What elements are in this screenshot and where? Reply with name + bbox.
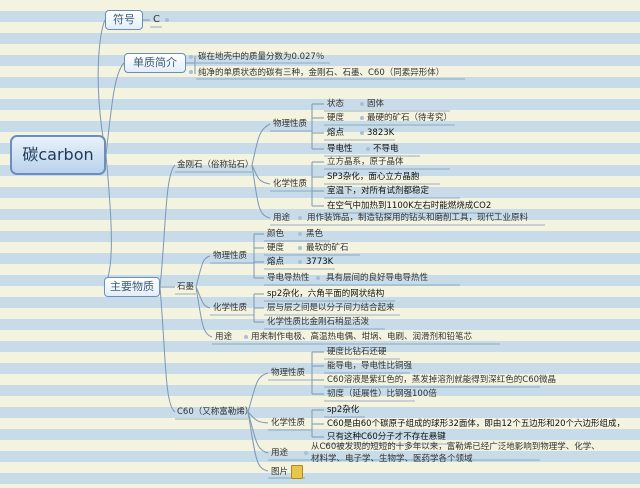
c60-chemical-node[interactable]: 化学性质 (271, 418, 306, 428)
diamond-physical-node[interactable]: 物理性质 (273, 119, 308, 129)
symbol-node[interactable]: 符号 (105, 10, 143, 30)
c60-use-value[interactable]: 从C60被发现的短短的十多年以来，富勒烯已经广泛地影响到物理学、化学、 (311, 442, 600, 452)
diamond-physical-value[interactable]: 固体 (367, 99, 385, 109)
c60-chemical-item[interactable]: C60是由60个碳原子组成的球形32面体，即由12个五边形和20个六边形组成， (327, 419, 626, 429)
diamond-physical-key[interactable]: 导电性 (327, 144, 353, 154)
c60-physical-item[interactable]: 能导电，导电性比铜强 (327, 361, 413, 371)
c60-node[interactable]: C60（又称富勒烯） (177, 407, 254, 417)
root-topic-carbon[interactable]: 碳carbon (10, 135, 106, 175)
diamond-physical-value[interactable]: 最硬的矿石（待考究） (367, 113, 453, 123)
graphite-physical-value[interactable]: 黑色 (306, 229, 324, 239)
c60-physical-item[interactable]: C60溶液是紫红色的，蒸发掉溶剂就能得到深红色的C60微晶 (327, 375, 557, 385)
intro-item[interactable]: 碳在地壳中的质量分数为0.027％ (198, 52, 325, 62)
graphite-use-value[interactable]: 用来制作电极、高温热电偶、坩埚、电刷、润滑剂和铅笔芯 (251, 332, 473, 342)
c60-chemical-item[interactable]: sp2杂化 (327, 405, 360, 415)
diamond-use-node[interactable]: 用途 (273, 213, 291, 223)
diamond-physical-key[interactable]: 硬度 (327, 113, 345, 123)
graphite-physical-key[interactable]: 硬度 (267, 243, 285, 253)
graphite-physical-value[interactable]: 最软的矿石 (306, 243, 349, 253)
diamond-physical-key[interactable]: 状态 (327, 99, 345, 109)
graphite-use-node[interactable]: 用途 (215, 332, 233, 342)
graphite-physical-key[interactable]: 熔点 (267, 257, 285, 267)
graphite-node[interactable]: 石墨 (177, 282, 195, 292)
main-substances-node[interactable]: 主要物质 (104, 277, 160, 297)
c60-physical-item[interactable]: 韧度（延展性）比钢强100倍 (327, 389, 437, 399)
graphite-physical-value[interactable]: 具有层间的良好导电导热性 (326, 273, 429, 283)
diamond-use-value[interactable]: 用作装饰品，制造钻探用的钻头和磨削工具，现代工业原料 (307, 213, 529, 223)
graphite-chemical-item[interactable]: sp2杂化，六角平面的网状结构 (267, 289, 385, 299)
c60-use-value[interactable]: 材料学、电子学、生物学、医药学各个领域 (311, 454, 473, 464)
diamond-physical-value[interactable]: 3823K (367, 128, 395, 138)
c60-physical-node[interactable]: 物理性质 (271, 368, 306, 378)
intro-node[interactable]: 单质简介 (124, 53, 186, 73)
c60-use-node[interactable]: 用途 (271, 448, 289, 458)
graphite-chemical-item[interactable]: 化学性质比金刚石稍显活泼 (267, 317, 370, 327)
diamond-physical-value[interactable]: 不导电 (373, 144, 399, 154)
c60-chemical-item[interactable]: 只有这种C60分子才不存在悬键 (327, 432, 446, 442)
graphite-physical-key[interactable]: 导电导热性 (267, 273, 310, 283)
diamond-chemical-item[interactable]: SP3杂化，面心立方晶胞 (327, 172, 420, 182)
c60-picture-node[interactable]: 图片 (271, 467, 289, 477)
diamond-chemical-item[interactable]: 室温下，对所有试剂都稳定 (327, 186, 430, 196)
image-attachment-icon[interactable] (291, 465, 303, 479)
diamond-chemical-item[interactable]: 立方晶系，原子晶体 (327, 157, 404, 167)
graphite-physical-key[interactable]: 颜色 (267, 229, 285, 239)
diamond-node[interactable]: 金刚石（俗称钻石） (177, 160, 254, 170)
graphite-chemical-item[interactable]: 层与层之间是以分子间力结合起来 (267, 303, 395, 313)
graphite-physical-node[interactable]: 物理性质 (213, 251, 248, 261)
graphite-physical-value[interactable]: 3773K (306, 257, 334, 267)
symbol-value[interactable]: C (153, 14, 160, 25)
diamond-physical-key[interactable]: 熔点 (327, 128, 345, 138)
diamond-chemical-item[interactable]: 在空气中加热到1100K左右时能燃烧成CO2 (327, 201, 492, 211)
c60-physical-item[interactable]: 硬度比钻石还硬 (327, 347, 387, 357)
intro-item[interactable]: 纯净的单质状态的碳有三种，金刚石、石墨、C60（同素异形体） (198, 68, 445, 78)
diamond-chemical-node[interactable]: 化学性质 (273, 179, 308, 189)
graphite-chemical-node[interactable]: 化学性质 (213, 303, 248, 313)
